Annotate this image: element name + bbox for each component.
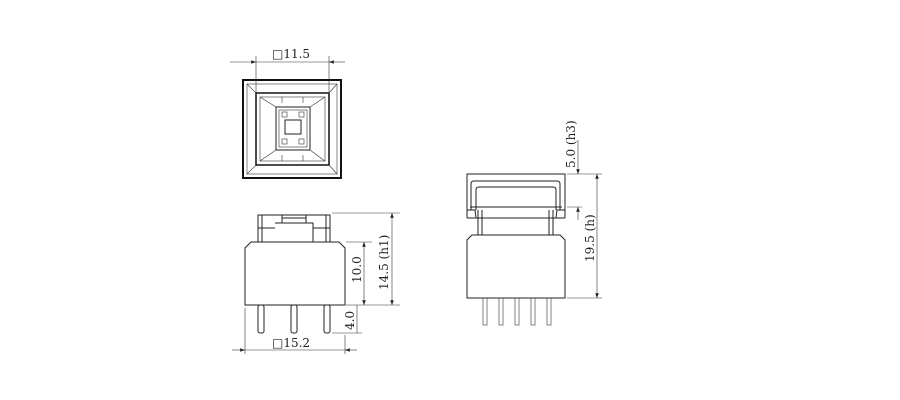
h3-label: 5.0 (h3): [564, 120, 578, 168]
top-width-label: □11.5: [272, 47, 310, 61]
h-label: 19.5 (h): [583, 214, 597, 262]
base-width-label: □15.2: [272, 336, 310, 350]
body-height-label: 10.0: [350, 256, 364, 283]
front-view: 10.0 14.5 (h1) 4.0 □15.2: [232, 212, 400, 354]
h1-label: 14.5 (h1): [377, 235, 391, 290]
pin-length-label: 4.0: [343, 311, 357, 330]
top-view: □11.5: [230, 47, 345, 179]
pins: [482, 297, 552, 326]
side-view: 5.0 (h3) 19.5 (h): [466, 120, 602, 326]
